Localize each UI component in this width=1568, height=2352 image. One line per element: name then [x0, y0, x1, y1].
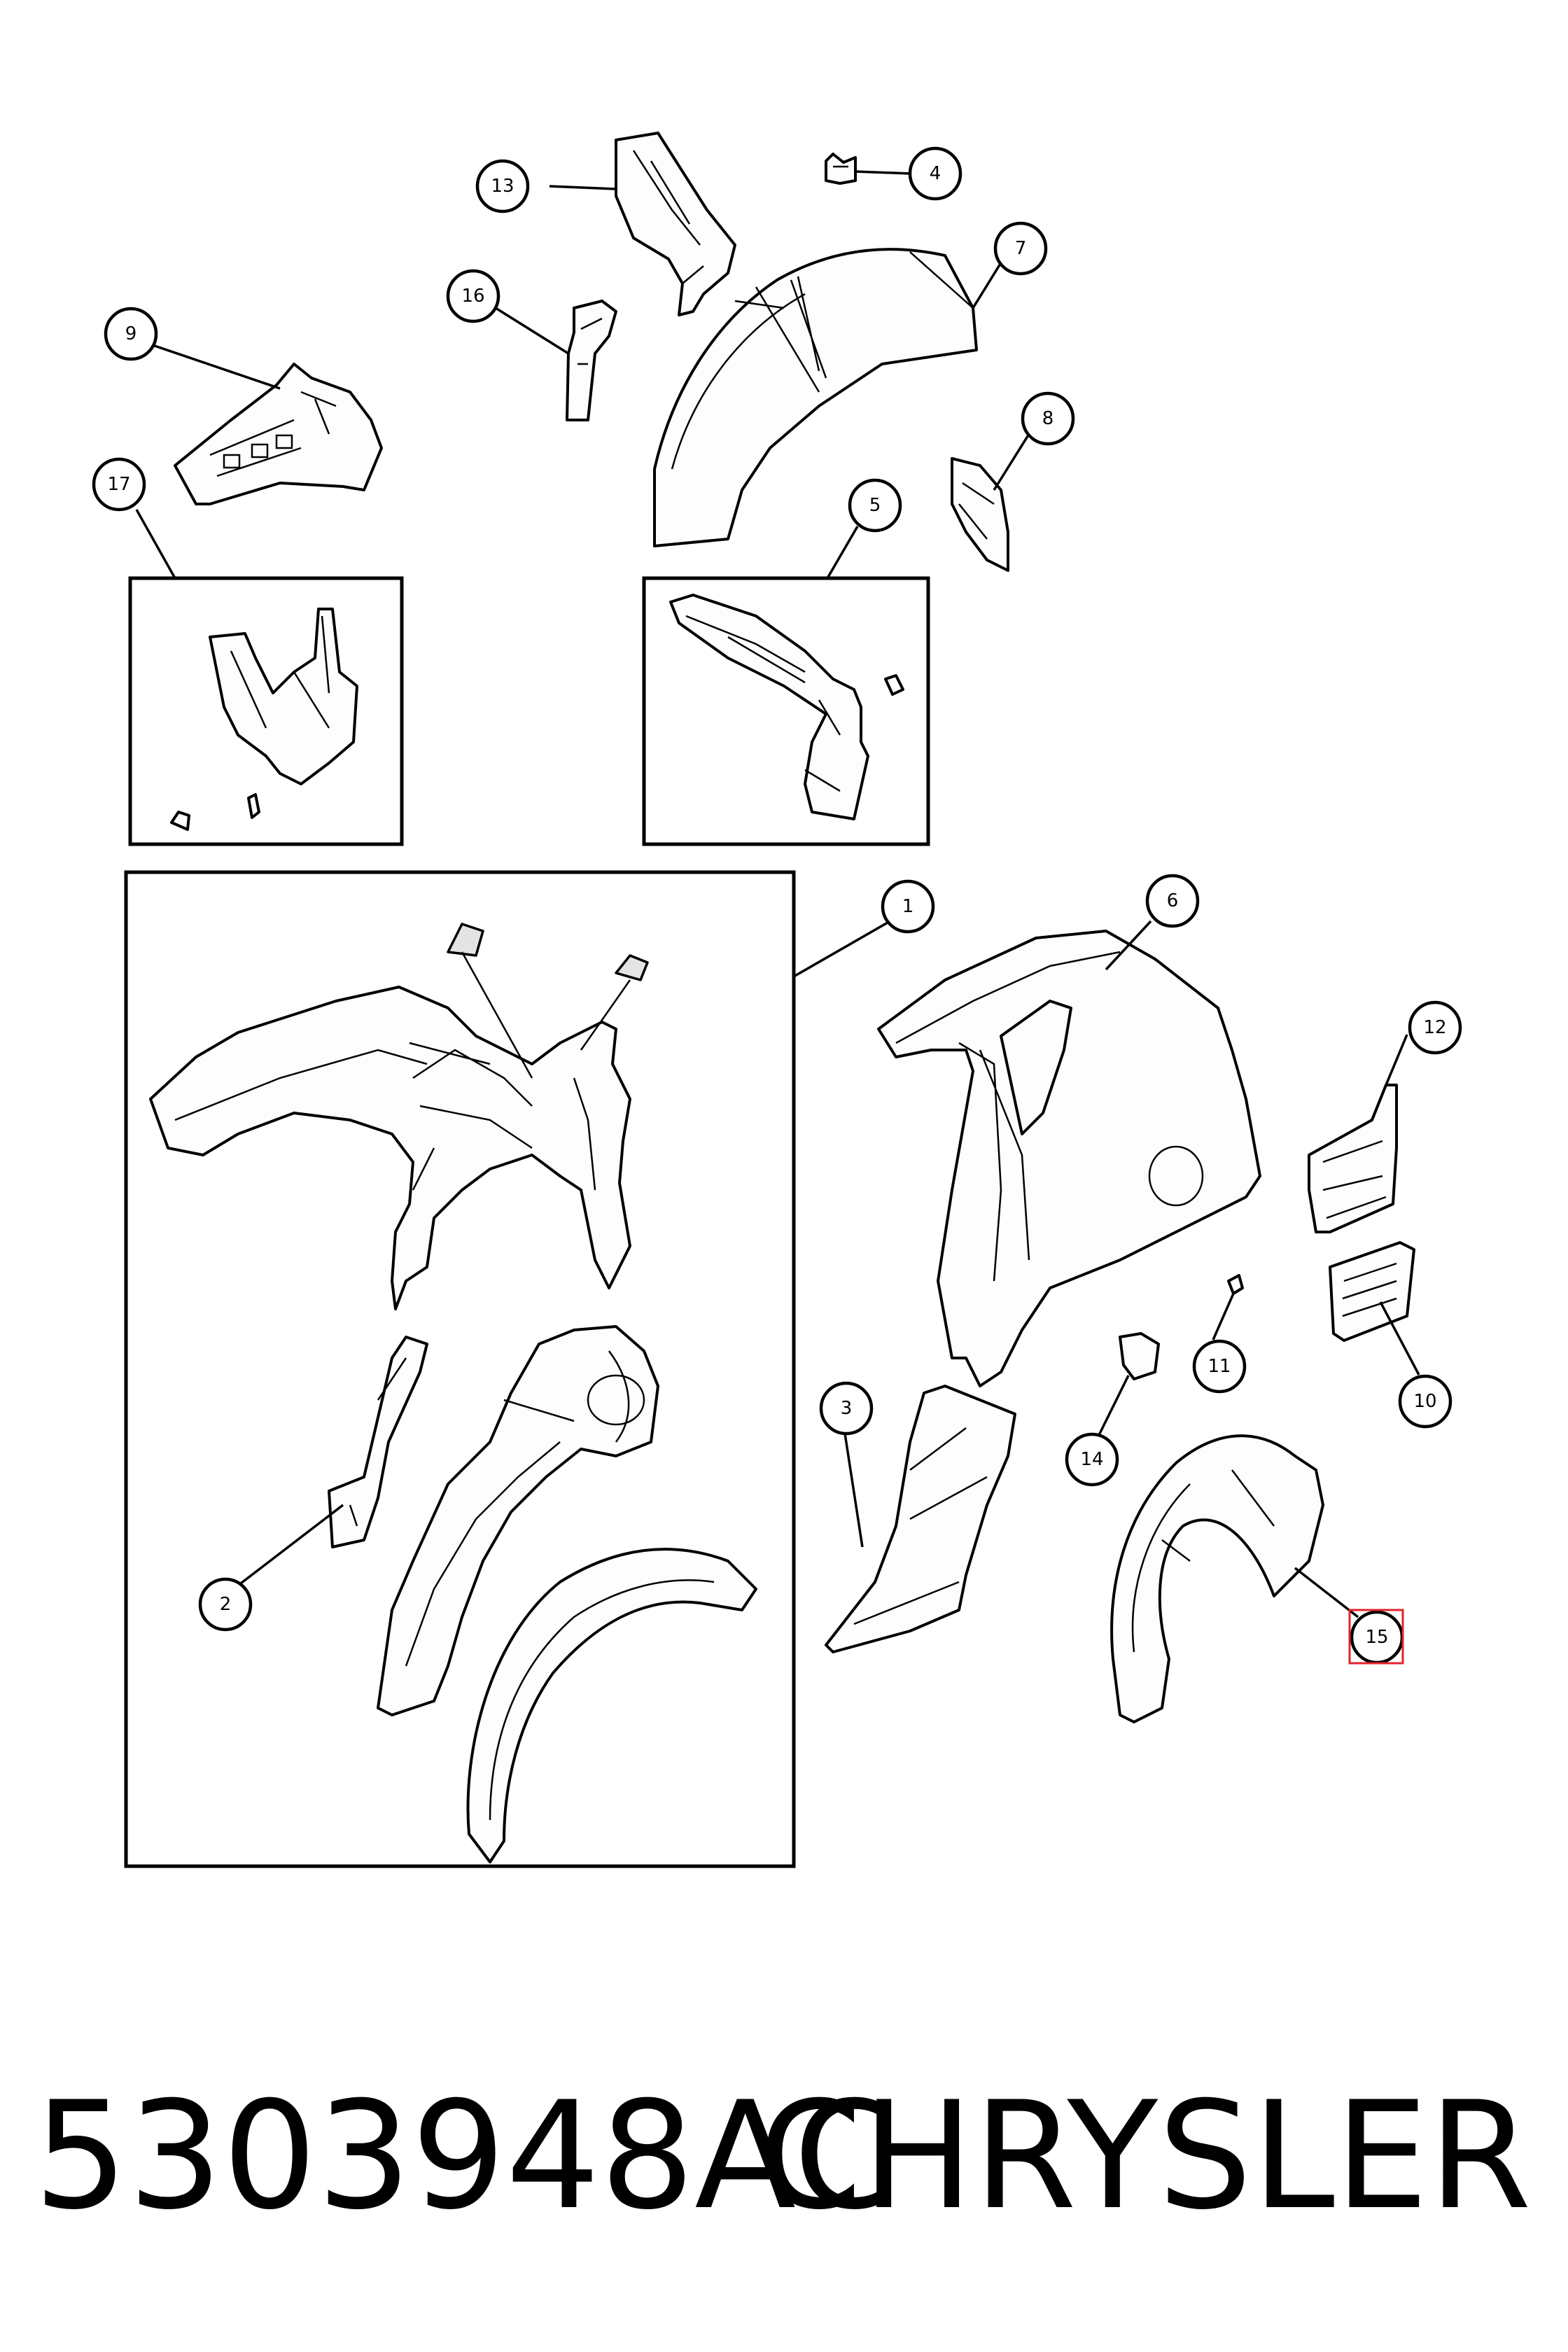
parts-diagram: 13 4 7 16 9 8 17 5 1 6 12 10 11 14 3 2 1… — [92, 132, 1462, 1868]
callout-5[interactable]: 5 — [848, 478, 902, 533]
leader-14 — [1098, 1375, 1130, 1436]
callout-4-label: 4 — [930, 163, 941, 184]
part-16-bracket — [566, 300, 617, 421]
callout-10-label: 10 — [1413, 1391, 1436, 1412]
callout-14[interactable]: 14 — [1065, 1432, 1119, 1487]
callout-3[interactable]: 3 — [819, 1381, 874, 1436]
callout-8[interactable]: 8 — [1021, 391, 1075, 446]
part-number: 5303948AC — [34, 2069, 897, 2242]
part-12-housing — [1308, 1084, 1398, 1233]
part-9-member — [174, 363, 383, 505]
callout-2[interactable]: 2 — [198, 1577, 253, 1632]
frame-group-17 — [128, 576, 404, 846]
callout-7-label: 7 — [1015, 238, 1027, 259]
part-15-liner — [1110, 1434, 1324, 1723]
callout-2-label: 2 — [220, 1594, 232, 1615]
leader-15 — [1294, 1567, 1359, 1618]
callout-6[interactable]: 6 — [1145, 874, 1200, 928]
callout-13[interactable]: 13 — [475, 159, 530, 214]
leader-11 — [1212, 1293, 1235, 1340]
part-2-panel — [328, 1336, 428, 1548]
leader-4 — [855, 170, 912, 175]
callout-5-label: 5 — [869, 495, 881, 516]
callout-4[interactable]: 4 — [908, 146, 962, 201]
leader-1 — [793, 921, 888, 978]
part-17-group — [170, 608, 358, 831]
part-1-wheelhouse-inner — [377, 1325, 659, 1716]
callout-1-label: 1 — [902, 896, 914, 917]
callout-16[interactable]: 16 — [446, 269, 500, 323]
callout-13-label: 13 — [491, 176, 514, 197]
part-3-sill — [825, 1385, 1016, 1653]
leader-6 — [1105, 920, 1152, 971]
callout-7[interactable]: 7 — [993, 221, 1048, 276]
leader-10 — [1379, 1301, 1420, 1376]
callout-17-label: 17 — [107, 474, 130, 495]
callout-15-label: 15 — [1365, 1627, 1388, 1648]
part-13-bracket — [615, 132, 736, 316]
callout-9-label: 9 — [125, 323, 137, 344]
part-1-arch — [466, 1548, 757, 1863]
part-6-quarter-outer — [877, 930, 1261, 1387]
part-10-vent — [1329, 1241, 1415, 1342]
leader-3 — [844, 1433, 864, 1548]
callout-10[interactable]: 10 — [1398, 1374, 1452, 1429]
callout-3-label: 3 — [841, 1398, 853, 1419]
callout-8-label: 8 — [1042, 408, 1054, 429]
part-14-fastener — [1119, 1332, 1160, 1380]
leader-2 — [237, 1504, 344, 1587]
footer: 5303948AC CHRYSLER — [0, 2051, 1568, 2261]
callout-12-label: 12 — [1423, 1017, 1446, 1038]
part-5-group — [669, 594, 904, 820]
frame-group-1 — [124, 870, 796, 1868]
callout-11-label: 11 — [1208, 1356, 1231, 1377]
part-1-inner-panel — [149, 923, 649, 1310]
manufacturer-name: CHRYSLER — [758, 2069, 1532, 2242]
callout-17[interactable]: 17 — [92, 457, 146, 512]
callout-14-label: 14 — [1080, 1449, 1103, 1470]
frame-group-5 — [642, 576, 930, 846]
leader-16 — [495, 307, 569, 355]
leader-13 — [549, 185, 617, 190]
part-8-bracket — [951, 457, 1009, 572]
leader-12 — [1385, 1034, 1408, 1086]
part-11-clip — [1227, 1274, 1244, 1295]
callout-6-label: 6 — [1167, 890, 1179, 911]
callout-15-highlight — [1348, 1609, 1404, 1665]
callout-11[interactable]: 11 — [1192, 1339, 1247, 1394]
callout-1[interactable]: 1 — [881, 879, 935, 934]
leader-8 — [993, 433, 1030, 491]
leader-7 — [972, 260, 1004, 309]
callout-16-label: 16 — [461, 286, 484, 307]
leader-9 — [150, 343, 281, 390]
part-4-clip — [825, 153, 857, 185]
callout-12[interactable]: 12 — [1408, 1000, 1462, 1055]
callout-9[interactable]: 9 — [104, 307, 158, 361]
leader-17 — [135, 509, 176, 579]
part-7-wheelhouse-outer — [653, 248, 978, 547]
leader-5 — [826, 526, 859, 579]
callout-15[interactable]: 15 — [1350, 1610, 1404, 1665]
